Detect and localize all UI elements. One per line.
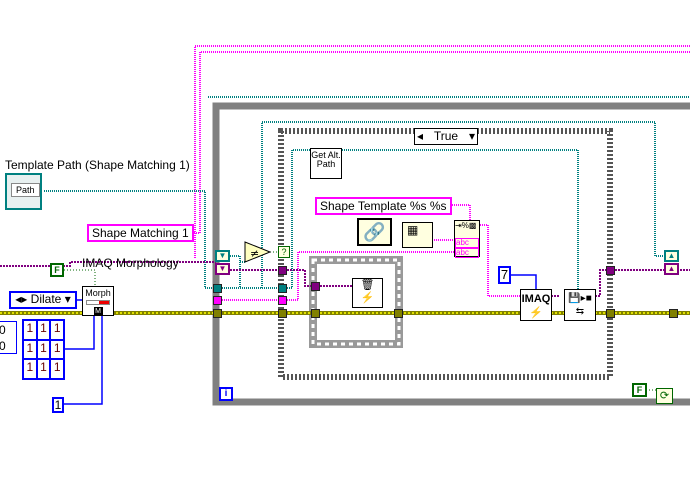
get-alt-path-subvi[interactable]: Get Alt. Path [310,148,342,179]
seven-constant[interactable]: 7 [498,266,511,284]
seq-tunnel-refnum[interactable] [311,282,320,291]
seq-tunnel-image-out[interactable] [394,309,403,318]
template-path-control[interactable]: Path [5,173,42,210]
loop-condition-icon[interactable]: ⟳ [656,388,673,404]
case-tunnel-refnum[interactable] [278,266,287,275]
kernel-cell[interactable]: 1 [24,340,36,359]
stop-false-constant[interactable]: F [632,383,647,397]
tunnel-string[interactable] [213,296,222,305]
iteration-terminal: i [219,387,233,401]
case-tunnel-string[interactable] [278,296,287,305]
case-selector-terminal[interactable]: ? [278,246,290,258]
index-array[interactable]: 0 0 [0,321,17,354]
false-constant[interactable]: F [50,263,64,277]
not-equal-node [244,241,272,263]
one-constant[interactable]: 1 [52,397,64,413]
kernel-array[interactable]: 1 1 1 1 1 1 1 1 1 [22,319,65,380]
shift-register-right-path[interactable]: ▲ [664,250,679,262]
build-path-node[interactable]: ▦ [402,222,433,248]
case-tunnel-image[interactable] [278,309,287,318]
save-icon: 💾▸■ [568,293,592,304]
imaq-label: IMAQ [521,293,551,305]
index-1: 0 [0,339,6,353]
tunnel-path[interactable] [213,284,222,293]
dilate-value: Dilate [30,292,62,306]
case-selector[interactable]: ◂ True ▾ [414,128,478,145]
index-0: 0 [0,323,6,337]
kernel-cell[interactable]: 1 [51,360,63,378]
vi-icon: M [93,307,103,316]
case-prev-icon: ◂ [417,129,424,143]
kernel-cell[interactable]: 1 [51,340,63,359]
format-input-2[interactable]: abc [455,248,479,258]
percent-icon: ⇥%▩ [455,221,477,230]
morph-node[interactable]: Morph M [82,286,114,316]
error-icon: ⇆ [575,306,585,317]
shift-register-left-path[interactable]: ▼ [215,250,230,262]
kernel-cell[interactable]: 1 [24,321,36,339]
path-text: Path [11,183,40,197]
trash-icon: 🗑 [360,279,375,291]
svg-text:≠: ≠ [250,247,259,260]
format-string-constant[interactable]: Shape Template %s %s [315,197,452,215]
format-input-1[interactable]: abc [455,238,479,248]
kernel-cell[interactable]: 1 [37,360,50,378]
case-next-icon: ▾ [468,129,475,143]
format-into-string-node[interactable]: ⇥%▩ abc abc [454,220,480,258]
kernel-cell[interactable]: 1 [37,340,50,359]
loop-tunnel-image-out[interactable] [669,309,678,318]
dispose-image-node[interactable]: 🗑⚡ [352,278,383,308]
shift-register-right-refnum[interactable]: ▲ [664,263,679,275]
template-path-label: Template Path (Shape Matching 1) [5,158,190,172]
error-icon: ⚡ [529,307,543,319]
operation-enum[interactable]: ◂▸ Dilate ▾ [9,291,77,309]
case-tunnel-refnum-out[interactable] [606,266,615,275]
morph-node-label: Morph [85,288,111,298]
imaq-morphology-label: IMAQ Morphology [82,256,179,270]
case-selector-value: True [433,129,459,143]
save-template-node[interactable]: 💾▸■ ⇆ [564,289,596,321]
case-tunnel-path[interactable] [278,284,287,293]
kernel-cell[interactable]: 1 [37,321,50,339]
seq-tunnel-image-in[interactable] [311,309,320,318]
shape-matching-constant[interactable]: Shape Matching 1 [87,224,194,242]
case-tunnel-image-out[interactable] [606,309,615,318]
tunnel-image[interactable] [213,309,222,318]
shift-register-left-refnum[interactable]: ▼ [215,263,230,275]
imaq-node[interactable]: IMAQ ⚡ [520,289,552,321]
error-icon: ⚡ [360,292,375,304]
kernel-cell[interactable]: 1 [24,360,36,378]
kernel-cell[interactable]: 1 [51,321,63,339]
link-icon[interactable]: 🔗 [357,218,392,246]
